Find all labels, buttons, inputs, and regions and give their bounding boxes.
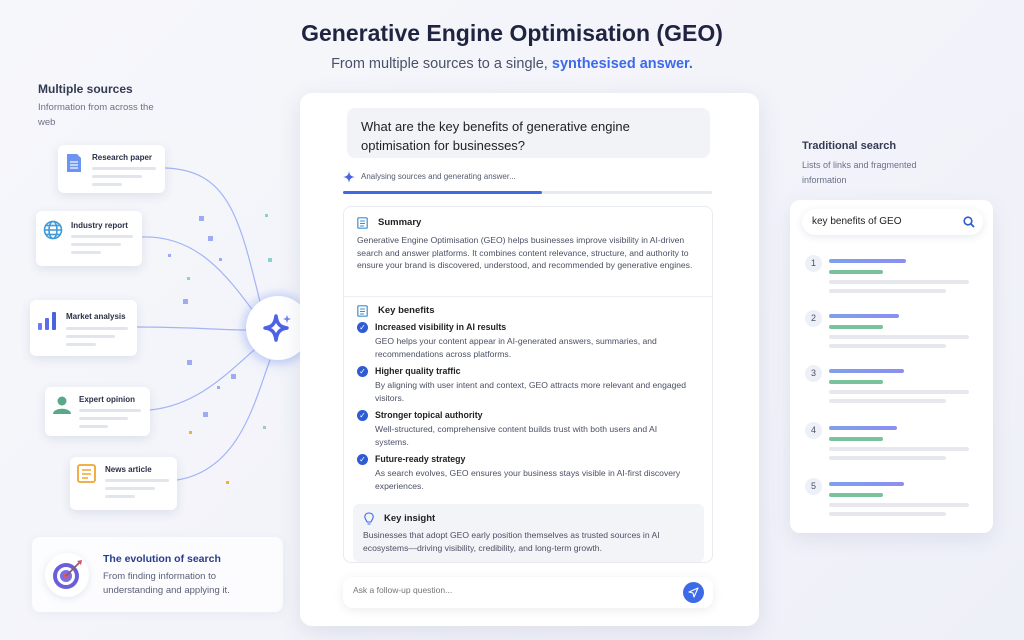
target-icon [53,560,82,589]
send-button[interactable] [683,582,704,603]
source-label: Industry report [71,221,128,230]
result-snippet-line [829,335,969,339]
result-url-bar [829,493,883,497]
result-number: 3 [805,365,822,382]
search-result[interactable]: 2 [805,310,975,350]
document-icon [357,217,368,229]
result-number: 5 [805,478,822,495]
result-title-bar[interactable] [829,259,906,263]
answer-card: Summary Generative Engine Optimisation (… [343,206,713,563]
check-icon: ✓ [357,366,368,377]
result-snippet-line [829,399,946,403]
source-label: Market analysis [66,312,126,321]
source-label: Research paper [92,153,153,162]
person-icon [53,396,71,414]
divider [344,296,712,297]
check-icon: ✓ [357,454,368,465]
followup-input[interactable] [343,577,713,608]
send-icon [688,587,699,598]
sources-heading: Multiple sources [38,82,133,96]
source-card-research-paper: Research paper [58,145,165,193]
progress-bar [343,191,712,194]
answer-panel: What are the key benefits of generative … [300,93,759,626]
search-results-card: key benefits of GEO 1 2 3 4 5 [790,200,993,533]
result-snippet-line [829,280,969,284]
result-number: 4 [805,422,822,439]
source-card-news-article: News article [70,457,177,510]
result-title-bar[interactable] [829,369,904,373]
search-query[interactable]: key benefits of GEO [812,216,902,227]
search-result[interactable]: 4 [805,422,975,462]
document-icon [357,305,368,317]
traditional-description: Lists of links and fragmented informatio… [802,160,917,185]
result-snippet-line [829,344,946,348]
evolution-title: The evolution of search [103,553,221,565]
progress-fill [343,191,543,194]
page-subtitle: From multiple sources to a single, synth… [0,56,1024,72]
result-title-bar[interactable] [829,314,899,318]
check-icon: ✓ [357,322,368,333]
summary-text: Generative Engine Optimisation (GEO) hel… [357,235,693,270]
key-insight-box: Key insight Businesses that adopt GEO ea… [353,504,704,562]
result-url-bar [829,325,883,329]
newspaper-icon [77,464,96,483]
insight-title: Key insight [384,513,436,524]
result-number: 1 [805,255,822,272]
ai-hub [246,296,310,360]
result-url-bar [829,380,883,384]
document-icon [67,154,81,172]
result-url-bar [829,270,883,274]
sources-description: Information from across the web [38,102,154,128]
result-snippet-line [829,447,969,451]
result-snippet-line [829,289,946,293]
search-result[interactable]: 3 [805,365,975,405]
search-icon[interactable] [963,216,975,228]
check-icon: ✓ [357,410,368,421]
result-title-bar[interactable] [829,482,904,486]
search-box[interactable]: key benefits of GEO [802,209,983,235]
evolution-card: The evolution of search From finding inf… [32,537,283,612]
search-result[interactable]: 5 [805,478,975,518]
sparkle-icon [263,314,291,342]
insight-text: Businesses that adopt GEO early position… [363,530,660,553]
source-label: Expert opinion [79,395,135,404]
page-title: Generative Engine Optimisation (GEO) [301,20,723,46]
source-card-market-analysis: Market analysis [30,300,137,356]
benefits-title: Key benefits [378,305,435,316]
result-url-bar [829,437,883,441]
result-snippet-line [829,456,946,460]
source-card-industry-report: Industry report [36,211,142,266]
result-snippet-line [829,503,969,507]
subtitle-text: From multiple sources to a single, [331,56,552,72]
source-label: News article [105,465,152,474]
result-number: 2 [805,310,822,327]
evolution-text: From finding information to understandin… [103,571,230,596]
search-result[interactable]: 1 [805,255,975,295]
source-card-expert-opinion: Expert opinion [45,387,150,436]
lightbulb-icon [364,512,374,525]
subtitle-highlight: synthesised answer. [551,56,693,72]
result-snippet-line [829,390,969,394]
user-question: What are the key benefits of generative … [347,108,710,158]
bar-chart-icon [38,312,56,330]
traditional-heading: Traditional search [802,140,897,152]
globe-icon [43,220,63,240]
followup-field[interactable] [353,585,653,595]
result-snippet-line [829,512,946,516]
summary-title: Summary [378,217,422,228]
status-text: Analysing sources and generating answer.… [361,172,516,181]
result-title-bar[interactable] [829,426,897,430]
sparkle-icon [343,171,355,183]
